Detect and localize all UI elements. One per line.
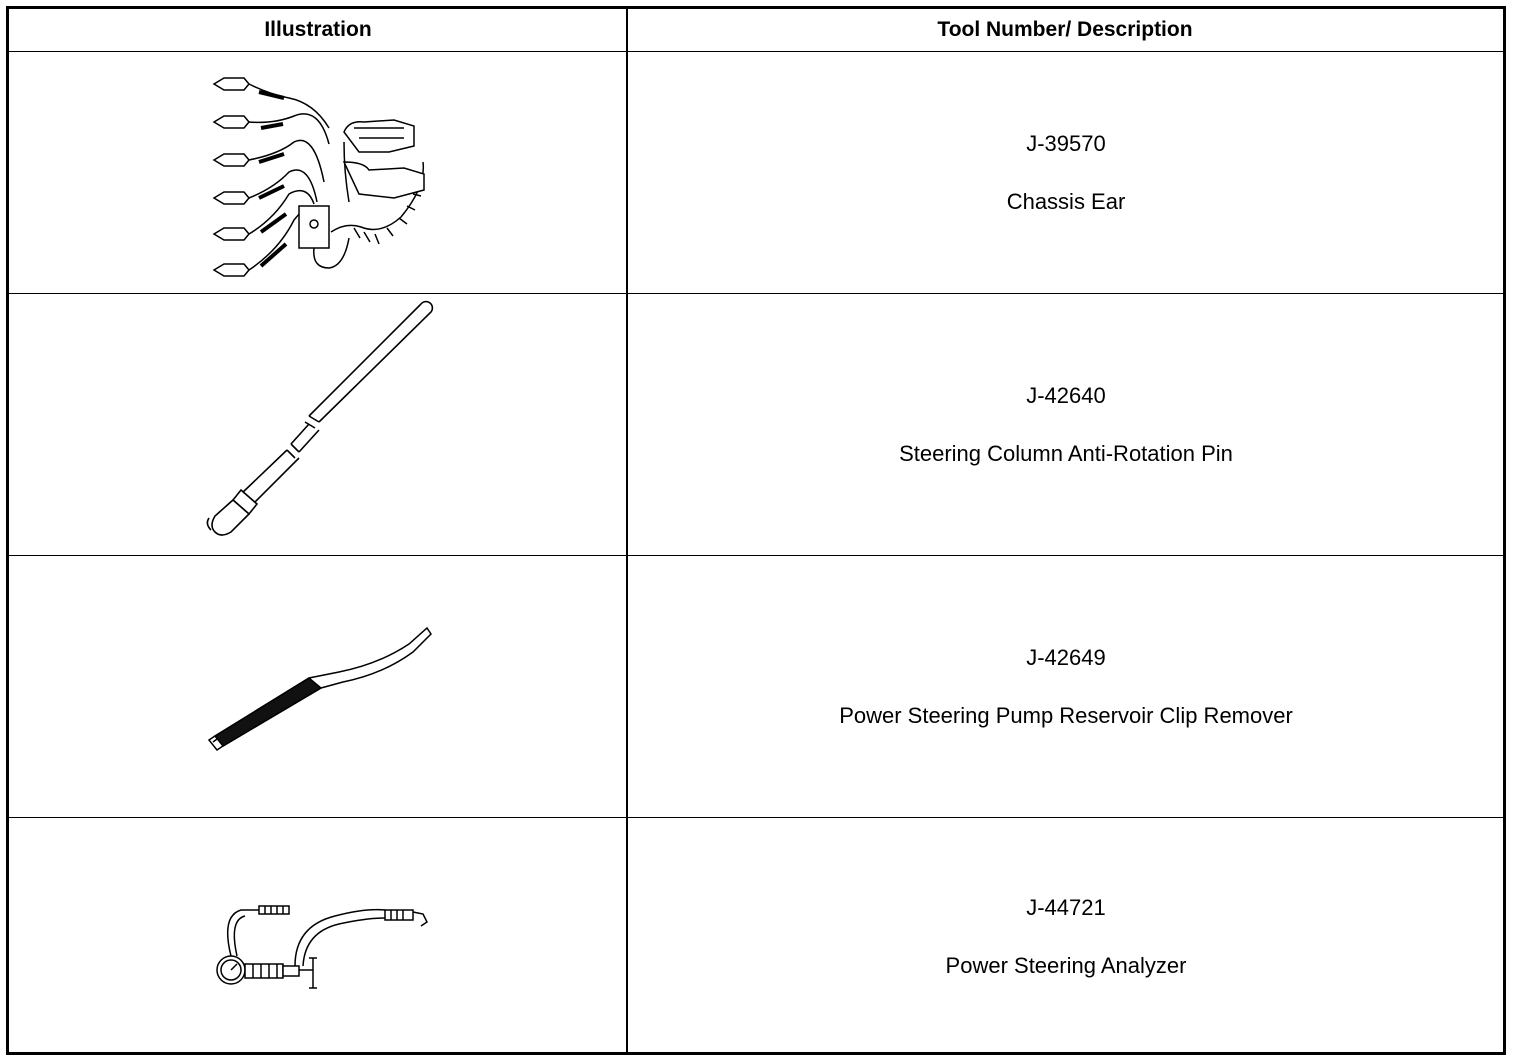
table-row: J-42649 Power Steering Pump Reservoir Cl… [9, 556, 1503, 818]
tool-info: J-44721 Power Steering Analyzer [628, 818, 1504, 1055]
tool-info: J-42640 Steering Column Anti-Rotation Pi… [628, 294, 1504, 555]
table-header: Illustration Tool Number/ Description [9, 9, 1503, 52]
tool-description: Chassis Ear [1006, 188, 1126, 214]
tool-number: J-44721 [1026, 894, 1106, 920]
power-steering-analyzer-icon [9, 818, 626, 1055]
table-row: J-42640 Steering Column Anti-Rotation Pi… [9, 294, 1503, 556]
tool-description: Steering Column Anti-Rotation Pin [899, 440, 1233, 466]
tool-number: J-42640 [1026, 382, 1106, 408]
column-divider [626, 9, 628, 1052]
anti-rotation-pin-icon [9, 294, 626, 555]
clip-remover-icon [9, 556, 626, 817]
tool-info: J-39570 Chassis Ear [628, 52, 1504, 293]
table-row: J-44721 Power Steering Analyzer [9, 818, 1503, 1055]
tool-description: Power Steering Pump Reservoir Clip Remov… [839, 702, 1293, 728]
header-tool-description: Tool Number/ Description [937, 18, 1193, 41]
header-illustration: Illustration [264, 18, 372, 41]
tool-number: J-39570 [1026, 130, 1106, 156]
tool-info: J-42649 Power Steering Pump Reservoir Cl… [628, 556, 1504, 817]
tools-table: Illustration Tool Number/ Description [6, 6, 1506, 1055]
table-row: J-39570 Chassis Ear [9, 52, 1503, 294]
chassis-ear-tool-icon [9, 52, 626, 293]
tool-description: Power Steering Analyzer [945, 952, 1187, 978]
tool-number: J-42649 [1026, 644, 1106, 670]
